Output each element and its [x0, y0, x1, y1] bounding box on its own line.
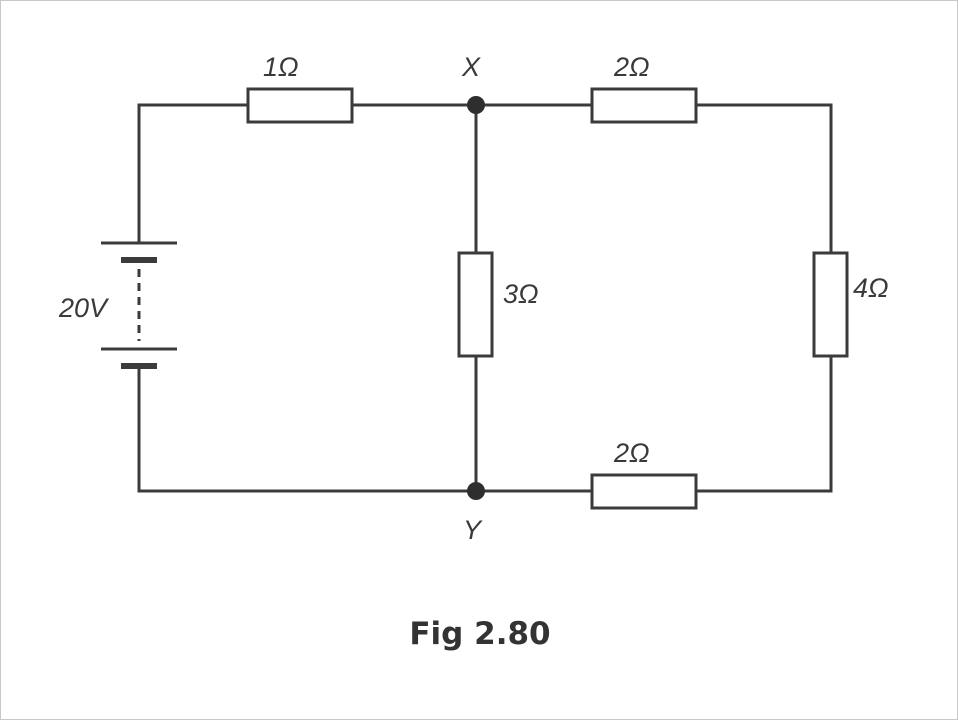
node-x-dot: [467, 96, 485, 114]
node-x-label: X: [461, 52, 481, 82]
resistor-bottom: [590, 473, 698, 510]
resistor-top-left: [246, 87, 354, 124]
resistor-middle-label: 3Ω: [503, 279, 539, 309]
resistor-top-left-label: 1Ω: [263, 52, 299, 82]
node-y-label: Y: [463, 515, 483, 545]
wire-bottom: [137, 364, 833, 493]
resistor-top-right: [590, 87, 698, 124]
resistor-top-right-label: 2Ω: [613, 52, 650, 82]
resistor-right: [812, 251, 849, 358]
battery-label: 20V: [58, 293, 110, 323]
figure-caption: Fig 2.80: [409, 616, 550, 652]
wire-top: [137, 103, 833, 255]
battery-symbol: [101, 241, 177, 369]
node-y-dot: [467, 482, 485, 500]
resistor-right-label: 4Ω: [853, 273, 889, 303]
resistor-bottom-label: 2Ω: [613, 438, 650, 468]
resistor-middle: [457, 251, 494, 358]
